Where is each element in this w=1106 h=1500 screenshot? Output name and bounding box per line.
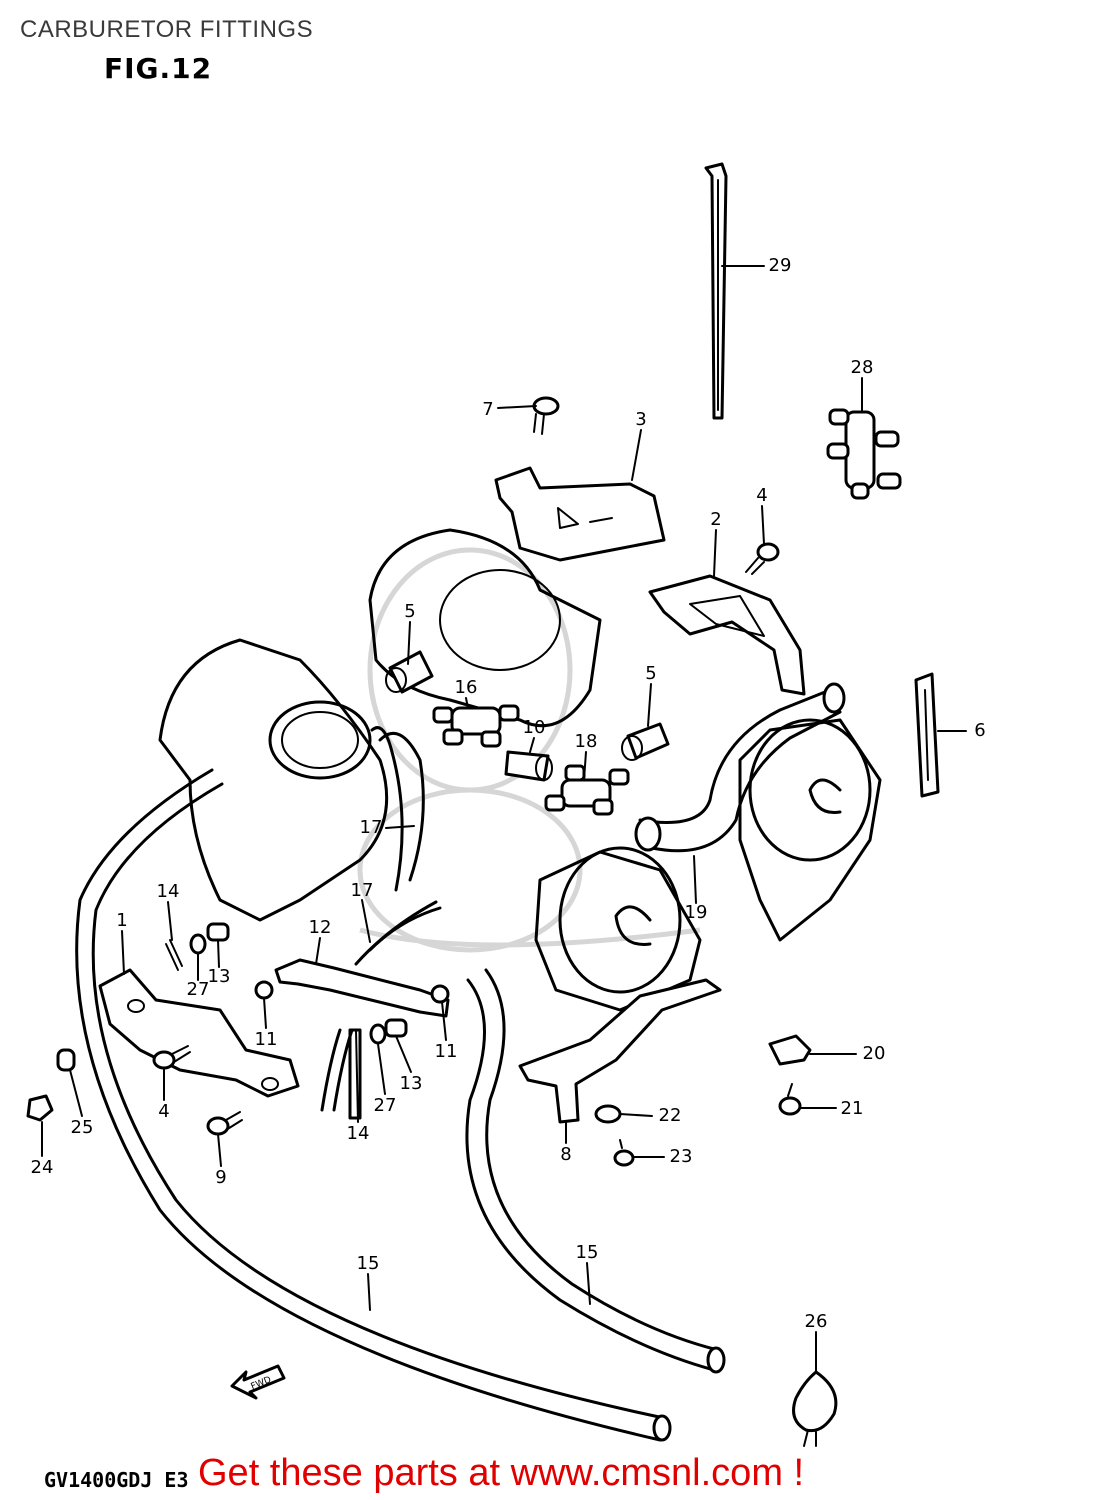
part-short-hose-5a (385, 650, 434, 694)
callout-label-23: 23 (670, 1146, 693, 1167)
part-carburetor-front (158, 528, 602, 922)
callout-label-21: 21 (841, 1098, 864, 1119)
callout-label-15: 15 (357, 1253, 380, 1274)
part-bolt-21 (778, 1083, 802, 1116)
callout-label-4: 4 (756, 485, 767, 506)
callout-label-26: 26 (805, 1311, 828, 1332)
part-short-hose-10 (504, 750, 553, 782)
callout-label-25: 25 (71, 1117, 94, 1138)
part-nut-11b (430, 984, 450, 1004)
part-hose-clamp-26 (792, 1370, 838, 1447)
callout-label-13: 13 (400, 1073, 423, 1094)
callout-label-27: 27 (187, 979, 210, 1000)
callout-label-14: 14 (157, 881, 180, 902)
leader-lines (41, 265, 967, 1373)
callout-label-5: 5 (645, 663, 656, 684)
callout-label-29: 29 (769, 255, 792, 276)
part-screw-top (532, 396, 560, 435)
part-rod-14a (165, 939, 183, 971)
part-screw-right (745, 542, 780, 575)
part-rod (704, 162, 728, 420)
callout-label-9: 9 (215, 1167, 226, 1188)
callout-label-8: 8 (560, 1144, 571, 1165)
callout-label-16: 16 (455, 677, 478, 698)
part-hose-17b (354, 900, 442, 966)
callout-label-1: 1 (116, 910, 127, 931)
callout-label-17: 17 (351, 880, 374, 901)
part-collar-13b (384, 1018, 408, 1038)
callout-label-11: 11 (255, 1029, 278, 1050)
callout-label-14: 14 (347, 1123, 370, 1144)
callout-label-2: 2 (710, 509, 721, 530)
part-spacer-25 (56, 1048, 76, 1072)
callout-label-17: 17 (360, 817, 383, 838)
callout-label-12: 12 (309, 917, 332, 938)
callout-label-28: 28 (851, 357, 874, 378)
part-clamp-20 (768, 1034, 812, 1066)
part-link-bar (274, 958, 450, 1018)
part-clip (914, 672, 940, 798)
part-washer-27b (369, 1023, 387, 1045)
part-screw-23 (613, 1139, 635, 1167)
part-washer-27a (189, 933, 207, 955)
callout-label-10: 10 (523, 717, 546, 738)
part-nut-24 (26, 1094, 54, 1122)
part-rod-14b (320, 1028, 362, 1120)
part-carburetor-rear (534, 718, 882, 1012)
part-short-hose-5b (621, 722, 670, 761)
part-hose-17a (370, 726, 425, 892)
part-stay-plate (98, 968, 300, 1098)
callout-label-5: 5 (404, 601, 415, 622)
callout-label-11: 11 (435, 1041, 458, 1062)
part-washer-22 (594, 1104, 622, 1124)
callout-label-19: 19 (685, 902, 708, 923)
part-long-hose-15b (465, 968, 726, 1374)
callout-label-4: 4 (158, 1101, 169, 1122)
callout-label-6: 6 (974, 720, 985, 741)
part-long-hose-15a (75, 768, 672, 1442)
part-upper-bracket (494, 466, 666, 562)
part-hose-19 (634, 682, 846, 853)
part-collar-13a (206, 922, 230, 942)
forward-arrow-icon: FWD (230, 1364, 286, 1400)
part-side-bracket (648, 574, 806, 696)
callout-label-24: 24 (31, 1157, 54, 1178)
figure-number: FIG.12 (104, 52, 213, 85)
callout-label-13: 13 (208, 966, 231, 987)
part-cross-joint-16 (432, 704, 520, 748)
model-code: GV1400GDJ E3 (44, 1468, 189, 1492)
callout-label-15: 15 (576, 1242, 599, 1263)
callout-label-3: 3 (635, 409, 646, 430)
watermark-logo (357, 547, 701, 953)
part-lower-stay (518, 978, 722, 1124)
part-bolt-9 (206, 1111, 243, 1136)
callout-label-18: 18 (575, 731, 598, 752)
page-title: CARBURETOR FITTINGS (20, 16, 314, 43)
callout-label-27: 27 (374, 1095, 397, 1116)
part-nut-11a (254, 980, 274, 1000)
promo-link-text[interactable]: Get these parts at www.cmsnl.com ! (198, 1452, 805, 1494)
callout-label-22: 22 (659, 1105, 682, 1126)
callout-label-20: 20 (863, 1043, 886, 1064)
part-cross-joint-18 (544, 764, 630, 816)
part-four-way-joint (826, 408, 902, 500)
callout-label-7: 7 (482, 399, 493, 420)
